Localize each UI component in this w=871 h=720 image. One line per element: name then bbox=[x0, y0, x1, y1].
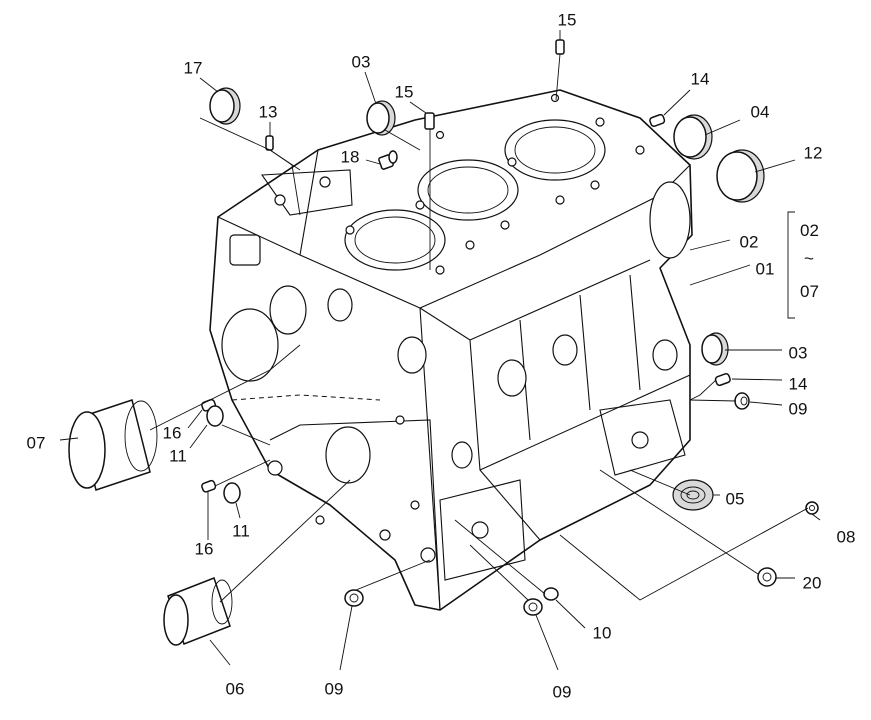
pin-part-14-top bbox=[649, 113, 666, 127]
plug-part-17 bbox=[209, 87, 241, 125]
plug-part-11-upper bbox=[206, 405, 224, 427]
callout-label-c11b: 11 bbox=[232, 521, 250, 540]
callout-label-c13: 13 bbox=[259, 102, 278, 121]
callout-label-c09c: 09 bbox=[553, 682, 572, 701]
callout-label-c07: 07 bbox=[27, 433, 46, 452]
callout-label-c02: 02 bbox=[740, 232, 759, 251]
bushing-part-06 bbox=[163, 577, 233, 646]
plug-part-09-right bbox=[734, 392, 750, 410]
plug-part-09-bottom-left bbox=[344, 589, 364, 607]
plug-part-18 bbox=[378, 150, 398, 170]
leader-lines bbox=[59, 30, 821, 671]
callout-label-c08: 08 bbox=[837, 527, 856, 546]
pin-part-16-lower bbox=[201, 479, 217, 493]
plug-part-05 bbox=[672, 479, 714, 511]
callout-label-c18: 18 bbox=[341, 147, 360, 166]
callout-labels: 15 17 03 15 14 04 13 12 18 02 01 03 14 09 07 16 11 05 08 16… bbox=[27, 10, 856, 701]
callout-label-c05: 05 bbox=[726, 489, 745, 508]
cylinder-block bbox=[209, 89, 693, 611]
callout-label-c06: 06 bbox=[226, 679, 245, 698]
plug-part-12 bbox=[716, 149, 765, 203]
plug-part-03-right bbox=[701, 332, 729, 366]
range-tilde: ~ bbox=[804, 249, 814, 268]
callout-label-c04: 04 bbox=[751, 102, 770, 121]
callout-label-c15a: 15 bbox=[558, 10, 577, 29]
callout-label-c09b: 09 bbox=[325, 679, 344, 698]
range-top-label: 02 bbox=[800, 221, 819, 240]
plug-part-20 bbox=[757, 567, 777, 587]
callout-label-c20: 20 bbox=[803, 573, 822, 592]
callout-label-c14b: 14 bbox=[789, 374, 808, 393]
callout-label-c09a: 09 bbox=[789, 399, 808, 418]
callout-label-c03b: 03 bbox=[789, 343, 808, 362]
plug-part-09-bottom-mid bbox=[523, 598, 543, 616]
callout-label-c17: 17 bbox=[184, 58, 203, 77]
plug-part-11-lower bbox=[223, 482, 241, 504]
pin-part-15-top bbox=[555, 39, 565, 55]
callout-label-c01: 01 bbox=[756, 259, 775, 278]
callout-label-c16a: 16 bbox=[163, 423, 182, 442]
range-bottom-label: 07 bbox=[800, 282, 819, 301]
plug-part-10 bbox=[543, 587, 559, 601]
plug-part-04 bbox=[673, 114, 713, 160]
plug-part-03-top bbox=[366, 100, 396, 136]
range-bracket bbox=[787, 211, 795, 319]
pin-part-15-mid bbox=[424, 112, 435, 130]
callout-label-c15b: 15 bbox=[395, 82, 414, 101]
callout-label-c03a: 03 bbox=[352, 52, 371, 71]
callout-label-c11a: 11 bbox=[169, 446, 187, 465]
front-bushing-part-07 bbox=[68, 399, 158, 491]
callout-label-c16b: 16 bbox=[195, 539, 214, 558]
pin-part-14-right bbox=[714, 373, 731, 387]
callout-label-c12: 12 bbox=[804, 143, 823, 162]
callout-label-c10: 10 bbox=[593, 623, 612, 642]
callout-label-c14a: 14 bbox=[691, 69, 710, 88]
dowel-part-13 bbox=[265, 135, 274, 151]
